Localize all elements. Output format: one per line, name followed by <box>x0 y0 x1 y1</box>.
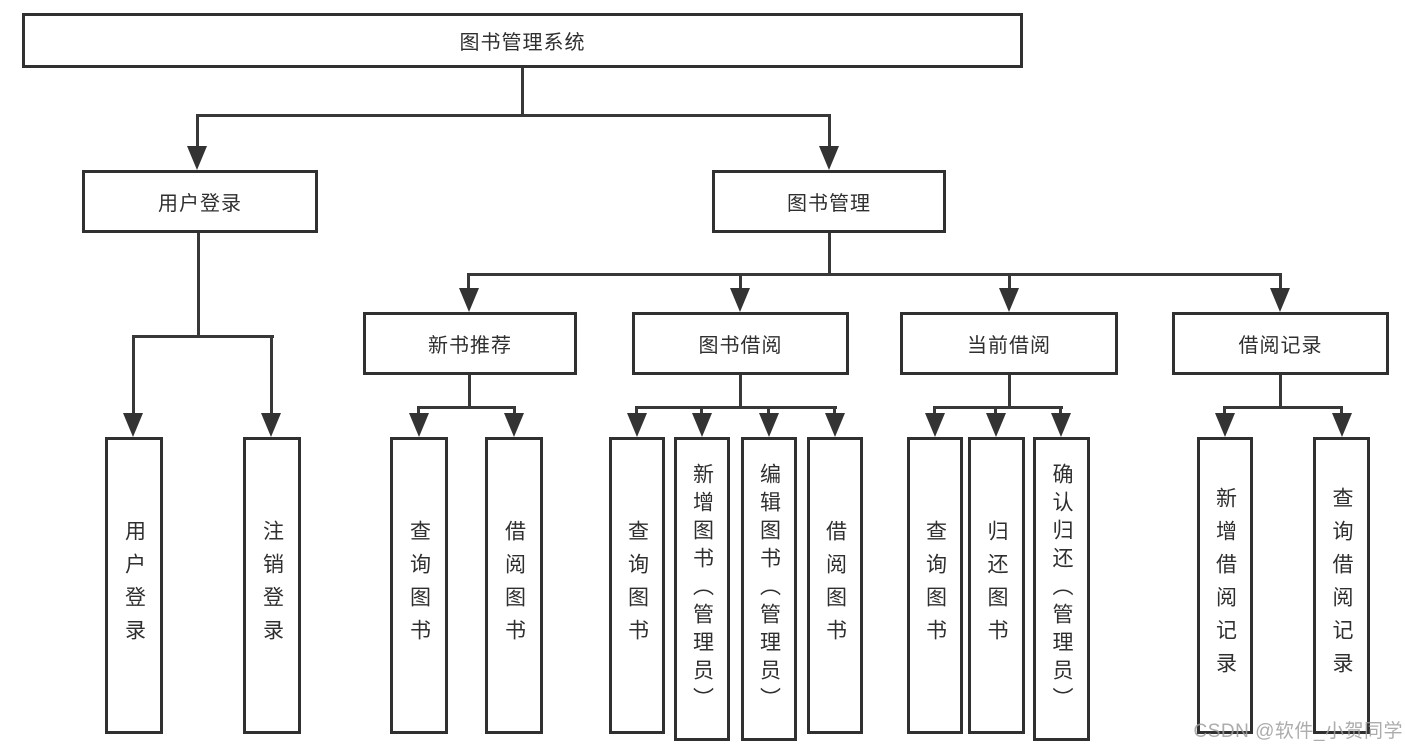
arrow-down-icon <box>825 413 845 437</box>
node-borrowing-records-label: 借阅记录 <box>1238 335 1323 357</box>
connector-line <box>417 406 516 409</box>
connector-line <box>521 68 524 117</box>
connector-line <box>468 375 471 409</box>
connector-line <box>467 273 470 293</box>
node-current-borrowing: 当前借阅 <box>900 312 1118 375</box>
arrow-down-icon <box>819 146 839 170</box>
connector-line <box>1008 375 1011 409</box>
arrow-down-icon <box>1270 288 1290 312</box>
leaf-logout: 注销登录 <box>243 437 301 734</box>
arrow-down-icon <box>123 413 143 437</box>
arrow-down-icon <box>759 413 779 437</box>
connector-line <box>635 406 638 418</box>
leaf-return-books: 归还图书 <box>968 437 1025 734</box>
leaf-add-books-admin: 新增图书（管理员） <box>674 437 730 741</box>
connector-line <box>933 406 936 418</box>
connector-line <box>1008 273 1011 293</box>
connector-line <box>196 114 199 148</box>
leaf-return-books-label: 归还图书 <box>985 519 1008 652</box>
connector-line <box>833 406 836 418</box>
leaf-borrow-books: 借阅图书 <box>807 437 863 734</box>
connector-line <box>132 335 135 415</box>
connector-line <box>417 406 420 418</box>
connector-line <box>196 114 831 117</box>
arrow-down-icon <box>459 288 479 312</box>
leaf-logout-label: 注销登录 <box>260 519 284 652</box>
node-book-management-label: 图书管理 <box>787 193 871 215</box>
connector-line <box>270 335 273 415</box>
leaf-query-borrow-record-label: 查询借阅记录 <box>1330 486 1353 685</box>
arrow-down-icon <box>409 413 429 437</box>
leaf-user-login-label: 用户登录 <box>122 519 146 652</box>
connector-line <box>1279 375 1282 409</box>
leaf-query-books-recommend-label: 查询图书 <box>407 519 431 652</box>
node-book-borrowing: 图书借阅 <box>632 312 849 375</box>
arrow-down-icon <box>1051 413 1071 437</box>
leaf-edit-books-admin-label: 编辑图书（管理员） <box>757 463 781 715</box>
connector-line <box>1340 406 1343 418</box>
arrow-down-icon <box>730 288 750 312</box>
node-root: 图书管理系统 <box>22 13 1023 68</box>
arrow-down-icon <box>986 413 1006 437</box>
leaf-query-books-current-label: 查询图书 <box>923 519 947 652</box>
node-book-management: 图书管理 <box>712 170 946 233</box>
arrow-down-icon <box>692 413 712 437</box>
connector-line <box>700 406 703 418</box>
connector-line <box>994 406 997 418</box>
connector-line <box>739 375 742 409</box>
connector-line <box>1223 406 1343 409</box>
node-new-book-recommend-label: 新书推荐 <box>428 335 512 357</box>
node-root-label: 图书管理系统 <box>459 32 586 54</box>
connector-line <box>933 406 1063 409</box>
arrow-down-icon <box>1332 413 1352 437</box>
node-borrowing-records: 借阅记录 <box>1172 312 1389 375</box>
leaf-confirm-return-admin-label: 确认归还（管理员） <box>1050 463 1073 715</box>
leaf-query-books-borrowing-label: 查询图书 <box>625 519 649 652</box>
leaf-add-books-admin-label: 新增图书（管理员） <box>690 463 714 715</box>
leaf-query-borrow-record: 查询借阅记录 <box>1313 437 1370 734</box>
connector-line <box>513 406 516 418</box>
node-new-book-recommend: 新书推荐 <box>363 312 577 375</box>
leaf-user-login: 用户登录 <box>105 437 163 734</box>
node-user-login-label: 用户登录 <box>158 193 242 215</box>
arrow-down-icon <box>261 413 281 437</box>
csdn-watermark: CSDN @软件_小贺同学 <box>1193 721 1403 742</box>
leaf-query-books-borrowing: 查询图书 <box>609 437 665 734</box>
leaf-add-borrow-record: 新增借阅记录 <box>1197 437 1253 734</box>
node-book-borrowing-label: 图书借阅 <box>698 335 783 357</box>
leaf-confirm-return-admin: 确认归还（管理员） <box>1033 437 1090 741</box>
arrow-down-icon <box>504 413 524 437</box>
connector-line <box>828 233 831 276</box>
connector-line <box>1223 406 1226 418</box>
node-user-login: 用户登录 <box>82 170 318 233</box>
arrow-down-icon <box>1215 413 1235 437</box>
arrow-down-icon <box>187 146 207 170</box>
connector-line <box>467 273 1282 276</box>
leaf-query-books-current: 查询图书 <box>907 437 963 734</box>
leaf-query-books-recommend: 查询图书 <box>390 437 448 734</box>
connector-line <box>739 273 742 293</box>
connector-line <box>197 233 200 337</box>
arrow-down-icon <box>925 413 945 437</box>
leaf-edit-books-admin: 编辑图书（管理员） <box>741 437 797 741</box>
connector-line <box>1279 273 1282 293</box>
node-current-borrowing-label: 当前借阅 <box>967 335 1051 357</box>
connector-line <box>767 406 770 418</box>
leaf-add-borrow-record-label: 新增借阅记录 <box>1213 486 1237 685</box>
connector-line <box>1059 406 1062 418</box>
connector-line <box>828 114 831 148</box>
leaf-borrow-books-recommend-label: 借阅图书 <box>502 519 526 652</box>
leaf-borrow-books-label: 借阅图书 <box>823 519 847 652</box>
arrow-down-icon <box>999 288 1019 312</box>
connector-line <box>635 406 837 409</box>
connector-line <box>132 335 274 338</box>
arrow-down-icon <box>627 413 647 437</box>
leaf-borrow-books-recommend: 借阅图书 <box>485 437 543 734</box>
